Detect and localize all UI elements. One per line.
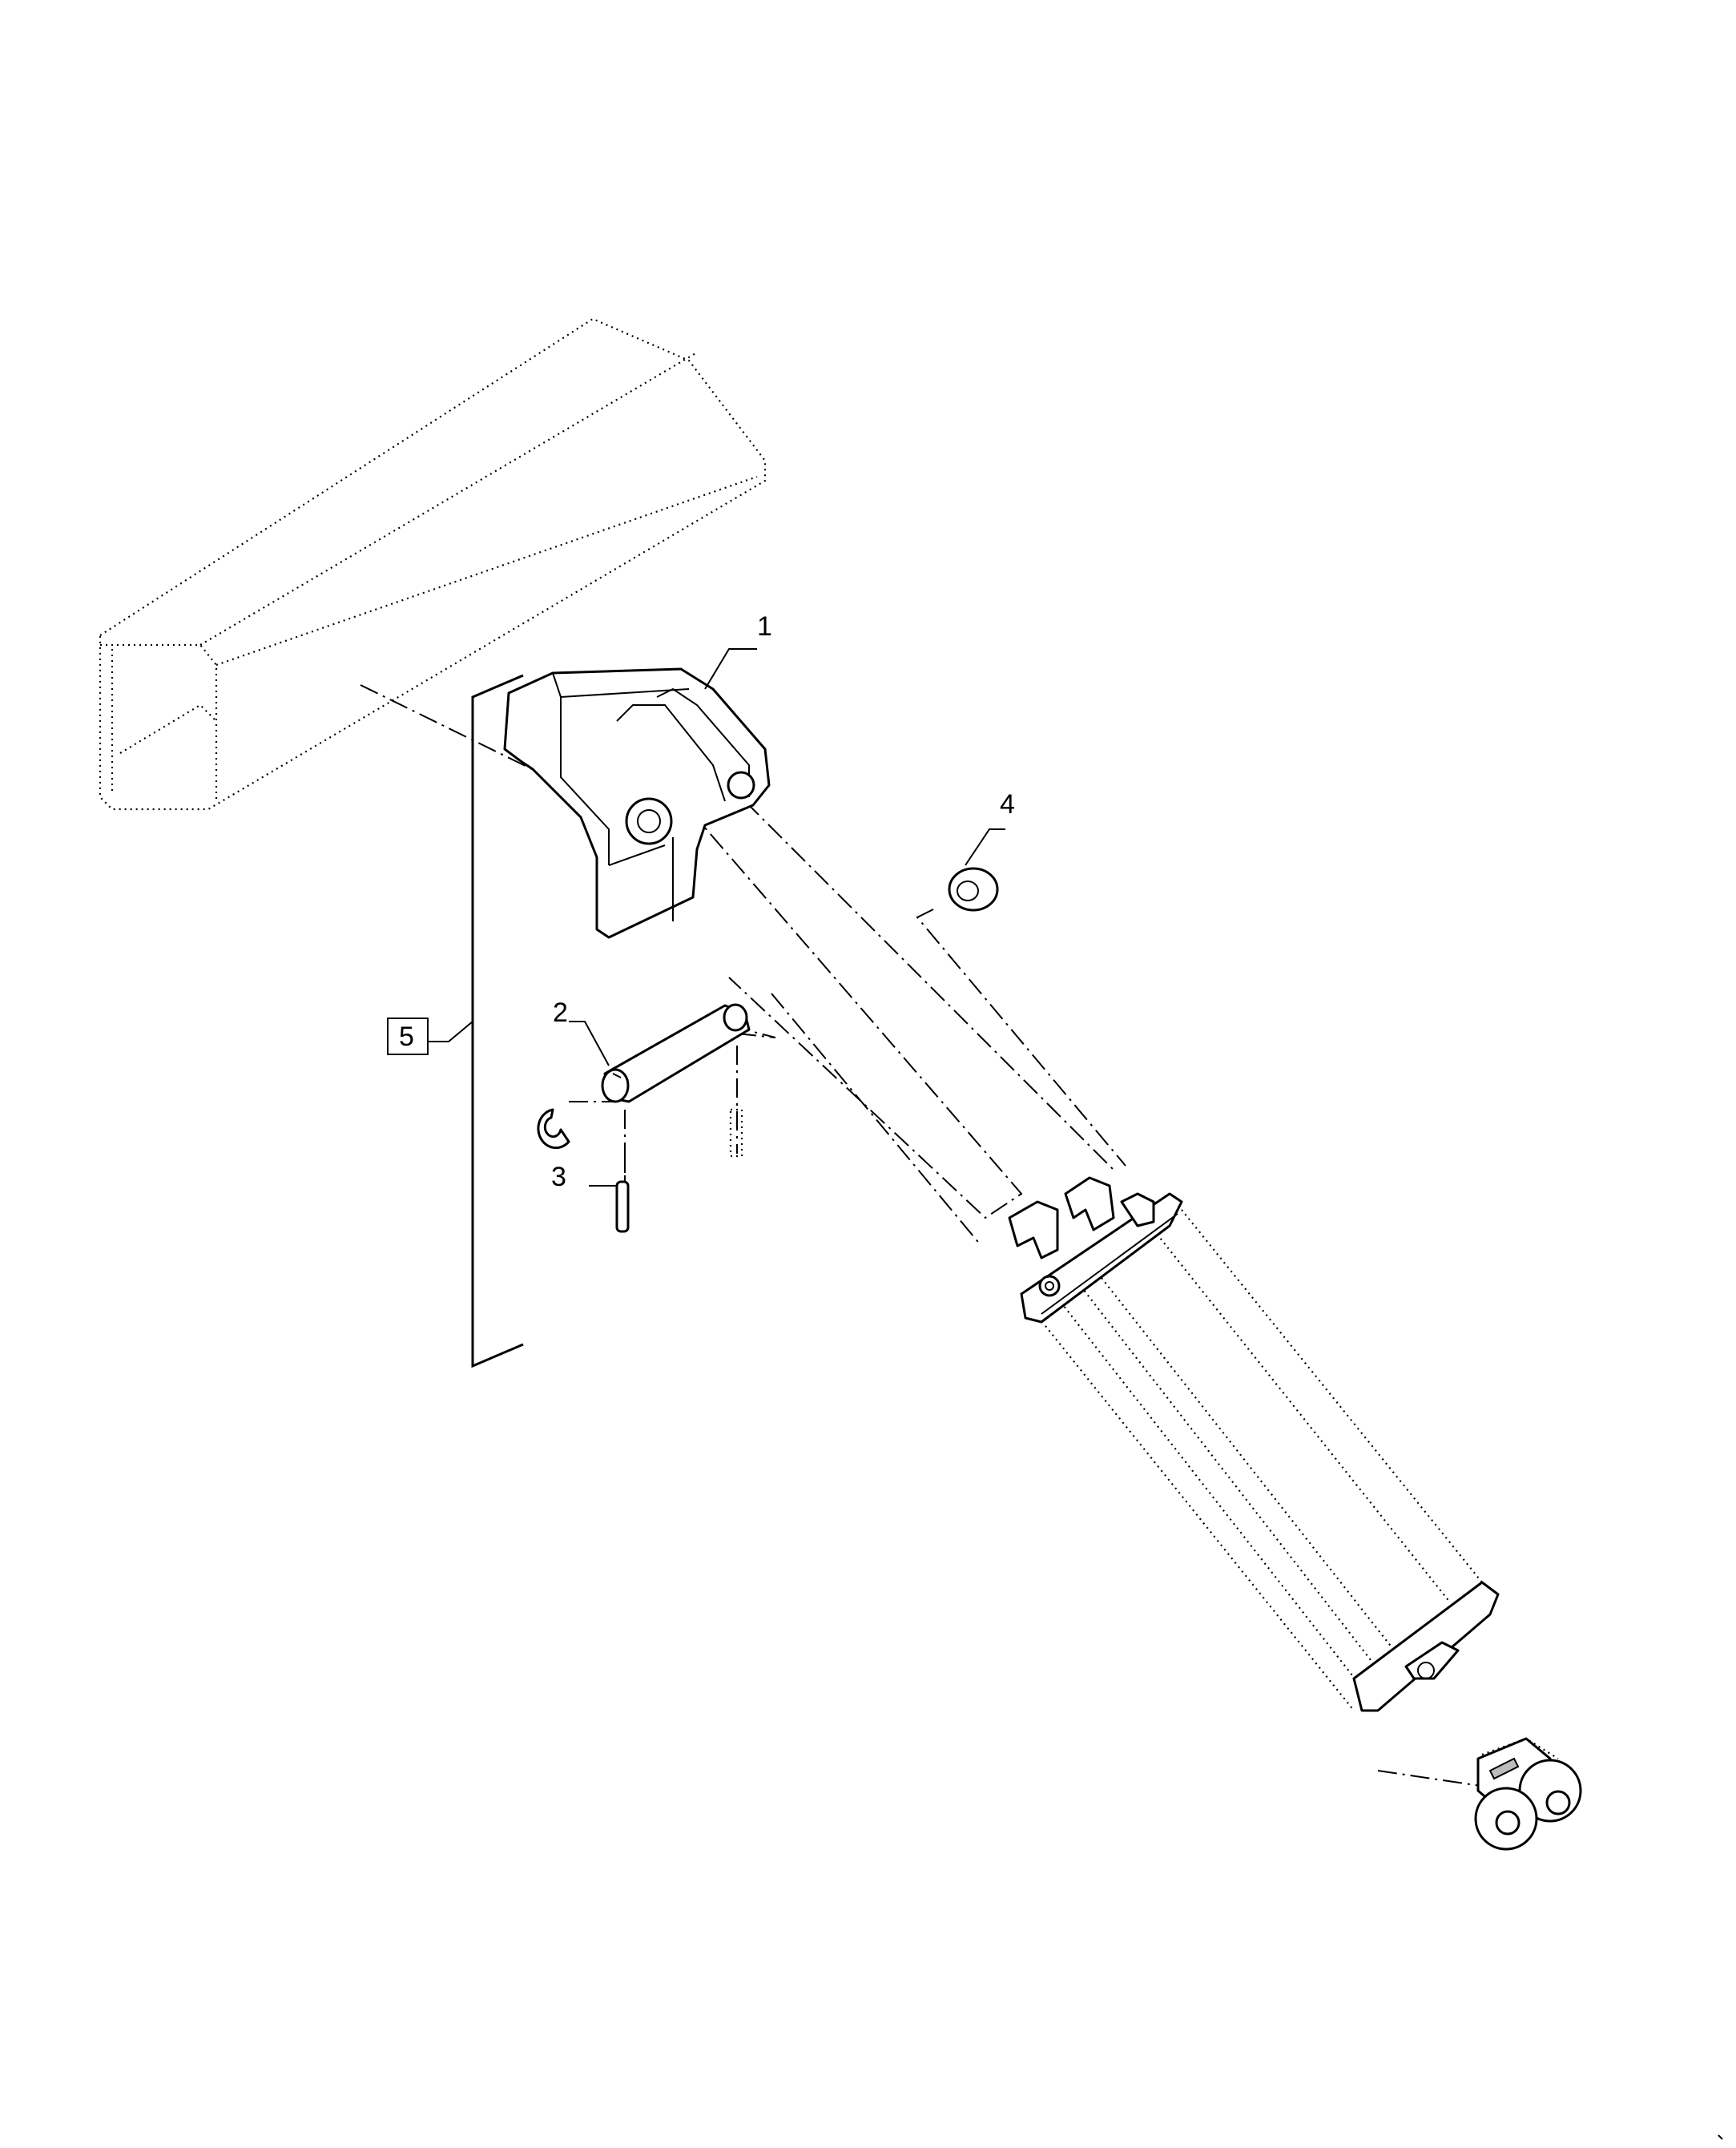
washer xyxy=(948,867,999,912)
corner-mark xyxy=(1718,2134,1723,2140)
callout-4: 4 xyxy=(1000,789,1015,820)
roll-pin xyxy=(615,1108,743,1233)
frame-tube xyxy=(99,317,767,811)
hydraulic-cylinder xyxy=(1008,1176,1582,1851)
callout-5-box: 5 xyxy=(387,1018,429,1055)
centerlines xyxy=(360,684,1487,1787)
snap-ring xyxy=(537,1108,570,1150)
mounting-bracket xyxy=(503,667,771,939)
leader-lines xyxy=(569,648,1005,1187)
assembly-bracket xyxy=(429,674,524,1368)
callout-5: 5 xyxy=(399,1022,414,1052)
callout-2: 2 xyxy=(553,997,568,1028)
callout-3: 3 xyxy=(551,1162,566,1192)
pin xyxy=(601,1003,751,1103)
callout-1: 1 xyxy=(757,611,772,642)
